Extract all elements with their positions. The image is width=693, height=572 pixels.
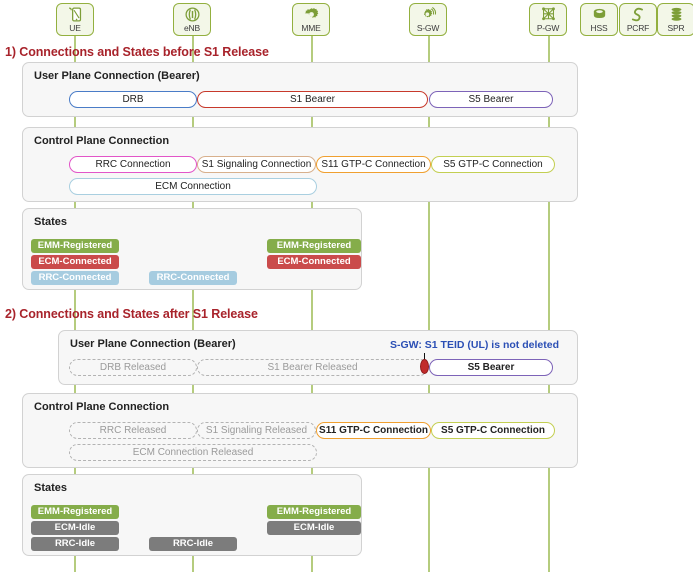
- node-label-mme: MME: [301, 23, 321, 33]
- gear-signal-icon: [420, 6, 437, 23]
- node-label-spr: SPR: [667, 23, 685, 33]
- node-hss[interactable]: HSS: [580, 3, 618, 36]
- connection-pill[interactable]: S5 GTP-C Connection: [431, 422, 555, 439]
- control-plane-panel-title: Control Plane Connection: [34, 401, 170, 413]
- node-label-sgw: S-GW: [416, 23, 440, 33]
- node-chip-sgw[interactable]: S-GW: [409, 3, 447, 36]
- node-ue[interactable]: UE: [56, 3, 94, 36]
- s1-teid-marker: [420, 359, 429, 374]
- state-badge: ECM-Idle: [267, 521, 361, 535]
- connection-pill[interactable]: DRB Released: [69, 359, 197, 376]
- connection-pill[interactable]: S1 Signaling Connection: [197, 156, 316, 173]
- mesh-icon: [540, 6, 557, 23]
- state-badge: RRC-Idle: [149, 537, 237, 551]
- state-badge: EMM-Registered: [267, 239, 361, 253]
- stack-icon: [668, 6, 685, 23]
- gear-icon: [303, 6, 320, 23]
- node-label-enb: eNB: [184, 23, 200, 33]
- state-badge: EMM-Registered: [267, 505, 361, 519]
- control-plane-panel-title: Control Plane Connection: [34, 135, 170, 147]
- state-badge: EMM-Registered: [31, 239, 119, 253]
- connection-pill[interactable]: S11 GTP-C Connection: [316, 422, 431, 439]
- node-mme[interactable]: MME: [292, 3, 330, 36]
- node-label-hss: HSS: [590, 23, 608, 33]
- connection-pill[interactable]: ECM Connection: [69, 178, 317, 195]
- node-line-pgw: [548, 28, 550, 572]
- state-badge: EMM-Registered: [31, 505, 119, 519]
- teid-annotation: S-GW: S1 TEID (UL) is not deleted: [390, 339, 559, 351]
- connection-pill[interactable]: S1 Bearer Released: [197, 359, 428, 376]
- node-chip-pgw[interactable]: P-GW: [529, 3, 567, 36]
- node-chip-pcrf[interactable]: PCRF: [619, 3, 657, 36]
- connection-pill[interactable]: RRC Connection: [69, 156, 197, 173]
- node-chip-enb[interactable]: eNB: [173, 3, 211, 36]
- mobile-device-icon: [67, 6, 84, 23]
- connection-pill[interactable]: S1 Bearer: [197, 91, 428, 108]
- connection-pill[interactable]: RRC Released: [69, 422, 197, 439]
- state-badge: ECM-Connected: [31, 255, 119, 269]
- connection-pill[interactable]: DRB: [69, 91, 197, 108]
- node-spr[interactable]: SPR: [657, 3, 693, 36]
- antenna-icon: [184, 6, 201, 23]
- connection-pill[interactable]: S5 Bearer: [429, 91, 553, 108]
- connection-pill[interactable]: S5 Bearer: [429, 359, 553, 376]
- state-badge: RRC-Connected: [149, 271, 237, 285]
- node-pcrf[interactable]: PCRF: [619, 3, 657, 36]
- node-pgw[interactable]: P-GW: [529, 3, 567, 36]
- user-plane-panel-after: User Plane Connection (Bearer) DRB Releas…: [58, 330, 578, 385]
- database-icon: [591, 6, 608, 23]
- section-title-before: 1) Connections and States before S1 Rele…: [5, 45, 269, 59]
- connection-pill[interactable]: ECM Connection Released: [69, 444, 317, 461]
- connection-pill[interactable]: S5 GTP-C Connection: [431, 156, 555, 173]
- node-label-ue: UE: [69, 23, 81, 33]
- node-line-ue: [74, 28, 76, 572]
- connection-pill[interactable]: S1 Signaling Released: [197, 422, 316, 439]
- state-badge: RRC-Idle: [31, 537, 119, 551]
- node-chip-spr[interactable]: SPR: [657, 3, 693, 36]
- policy-icon: [630, 6, 647, 23]
- states-panel-title: States: [34, 216, 68, 228]
- state-badge: ECM-Idle: [31, 521, 119, 535]
- node-chip-mme[interactable]: MME: [292, 3, 330, 36]
- section-title-after: 2) Connections and States after S1 Relea…: [5, 307, 258, 321]
- connection-pill[interactable]: S11 GTP-C Connection: [316, 156, 431, 173]
- node-sgw[interactable]: S-GW: [409, 3, 447, 36]
- states-panel-title: States: [34, 482, 68, 494]
- node-line-mme: [311, 28, 313, 572]
- state-badge: ECM-Connected: [267, 255, 361, 269]
- node-chip-hss[interactable]: HSS: [580, 3, 618, 36]
- node-chip-ue[interactable]: UE: [56, 3, 94, 36]
- user-plane-panel-title: User Plane Connection (Bearer): [70, 338, 236, 350]
- node-enb[interactable]: eNB: [173, 3, 211, 36]
- node-line-enb: [192, 28, 194, 572]
- node-label-pcrf: PCRF: [626, 23, 650, 33]
- node-label-pgw: P-GW: [536, 23, 560, 33]
- user-plane-panel-title: User Plane Connection (Bearer): [34, 70, 200, 82]
- state-badge: RRC-Connected: [31, 271, 119, 285]
- node-line-sgw: [428, 28, 430, 572]
